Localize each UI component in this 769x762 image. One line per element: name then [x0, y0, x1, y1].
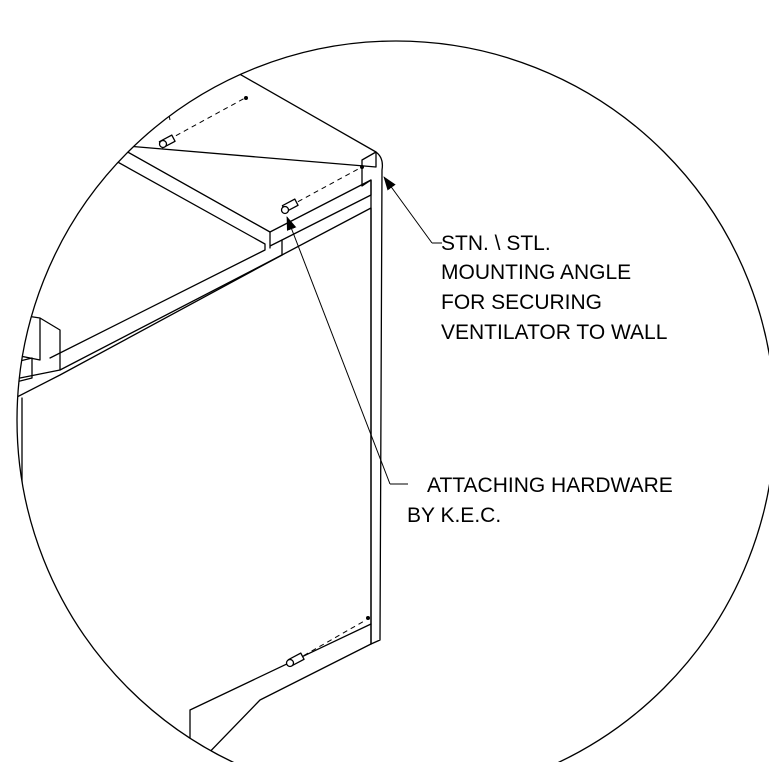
- roof-seam: [159, 69, 171, 121]
- top-screw-2: [280, 165, 364, 215]
- roof-panel: [17, 59, 377, 168]
- mounting-angle: [361, 151, 384, 645]
- bottom-screw: [285, 616, 370, 668]
- callout-mounting-angle-line-3: FOR SECURING: [441, 291, 602, 314]
- rail-lower-line: [269, 231, 283, 249]
- top-screw-1: [158, 96, 248, 149]
- left-channel-notch: [17, 357, 33, 387]
- bottom-panel: [189, 623, 372, 762]
- callout-mounting-angle-line-4: VENTILATOR TO WALL: [441, 321, 667, 344]
- callout-mounting-angle: STN. \ STL. MOUNTING ANGLE FOR SECURING …: [441, 232, 667, 344]
- callout-attaching-hardware-line-1: ATTACHING HARDWARE: [427, 474, 673, 497]
- callout-attaching-hardware-line-2: BY K.E.C.: [407, 504, 501, 527]
- detail-circle: [16, 40, 769, 762]
- rail-inner-line: [49, 154, 266, 359]
- callout-mounting-angle-line-1: STN. \ STL.: [441, 232, 551, 255]
- callout-mounting-angle-line-2: MOUNTING ANGLE: [441, 261, 631, 284]
- rail-bottom-edge: [17, 254, 283, 403]
- top-rail: [17, 140, 372, 379]
- leader-mounting-angle: [383, 176, 442, 244]
- ventilator-assembly: [17, 59, 384, 762]
- side-wall-face: [21, 207, 372, 762]
- callout-attaching-hardware: ATTACHING HARDWARE BY K.E.C.: [407, 474, 673, 527]
- leader-attaching-hardware: [286, 216, 408, 485]
